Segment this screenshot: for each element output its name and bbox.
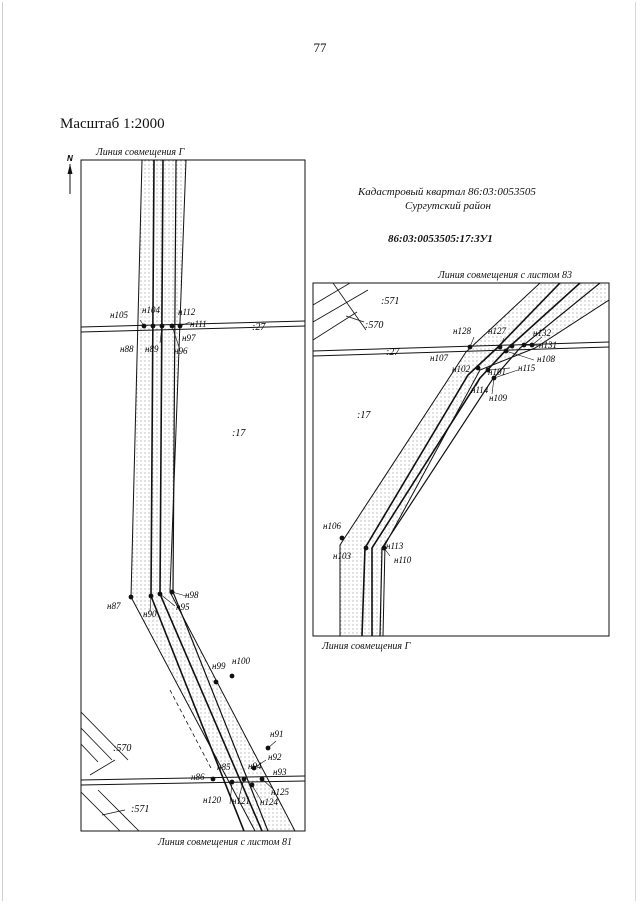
point-label-n89: н89 xyxy=(145,344,159,354)
point-label-n94: н94 xyxy=(248,761,262,771)
right-hatch xyxy=(332,283,367,331)
point-label-n88: н88 xyxy=(120,344,134,354)
point-label-n121: н121 xyxy=(232,796,250,806)
point-label-n132: н132 xyxy=(533,328,551,338)
point-label-n87: н87 xyxy=(107,601,121,611)
left-hatch xyxy=(101,809,126,816)
point-label-n95: н95 xyxy=(176,602,190,612)
point-label-n93: н93 xyxy=(273,767,287,777)
point-label-n86: н86 xyxy=(191,772,205,782)
point-label-n114: н114 xyxy=(471,385,489,395)
point-label-n103: н103 xyxy=(333,551,351,561)
page-number: 77 xyxy=(313,40,327,55)
north-arrow-icon: N xyxy=(67,154,73,194)
point-label-n108: н108 xyxy=(537,354,555,364)
point-label-n125: н125 xyxy=(271,787,289,797)
right-quarter-label: :27 xyxy=(386,347,400,358)
left-quarter-label: :17 xyxy=(232,428,246,439)
right-hatch xyxy=(345,315,365,323)
boundary-point-marker xyxy=(213,679,219,685)
right-quarter-label: :571 xyxy=(381,296,399,307)
point-label-n99: н99 xyxy=(212,661,226,671)
district-label: Сургутский район xyxy=(405,200,491,212)
left-leader-lines xyxy=(139,319,277,805)
north-label: N xyxy=(67,154,73,163)
boundary-point-marker xyxy=(509,343,515,349)
point-label-n98: н98 xyxy=(185,590,199,600)
left-hatch xyxy=(89,759,116,776)
point-label-n110: н110 xyxy=(394,555,412,565)
left-hatch xyxy=(81,727,113,761)
left-quarter-label: :570 xyxy=(113,743,131,754)
left-point-labels: н105 н104 н112 н111 н97 н88 н89 н96 н87 … xyxy=(107,305,289,807)
left-map-frame xyxy=(80,159,306,832)
boundary-point-marker xyxy=(475,365,481,371)
left-road-27-a xyxy=(81,320,305,328)
right-corridor xyxy=(339,283,609,636)
right-leader-lines xyxy=(383,336,543,557)
point-label-n97: н97 xyxy=(182,333,196,343)
right-quarter-label: :570 xyxy=(365,320,383,331)
point-label-n105: н105 xyxy=(110,310,128,320)
left-road-bottom-b xyxy=(81,780,305,786)
point-label-n91: н91 xyxy=(270,729,283,739)
right-road-27-b xyxy=(313,346,609,357)
point-label-n106: н106 xyxy=(323,521,341,531)
boundary-point-marker xyxy=(339,535,345,541)
left-hatch xyxy=(81,711,129,761)
point-label-n115: н115 xyxy=(518,363,536,373)
right-axis-3 xyxy=(379,283,601,636)
point-label-n109: н109 xyxy=(489,393,507,403)
left-road-27-b xyxy=(81,325,305,333)
left-hatch xyxy=(97,789,140,831)
right-axis-1 xyxy=(361,283,561,636)
point-label-n85: н85 xyxy=(217,762,231,772)
point-label-n128: н128 xyxy=(453,326,471,336)
point-label-n131: н131 xyxy=(539,340,557,350)
point-label-n92: н92 xyxy=(268,752,282,762)
point-label-n107: н107 xyxy=(430,353,448,363)
point-label-n111: н111 xyxy=(190,319,207,329)
left-dashed-boundary xyxy=(169,689,213,771)
left-top-line-label: Линия совмещения Г xyxy=(96,147,185,158)
left-hatch xyxy=(81,791,121,831)
left-bottom-line-label: Линия совмещения с листом 81 xyxy=(158,837,293,848)
point-label-n120: н120 xyxy=(203,795,221,805)
left-road-bottom-a xyxy=(81,775,305,781)
point-label-n96: н96 xyxy=(174,346,188,356)
point-label-n113: н113 xyxy=(386,541,404,551)
point-label-n90: н90 xyxy=(143,609,157,619)
left-quarter-label: :27 xyxy=(252,322,266,333)
point-label-n112: н112 xyxy=(178,307,196,317)
right-bottom-line-label: Линия совмещения Г xyxy=(322,641,411,652)
parcel-id-label: 86:03:0053505:17:ЗУ1 xyxy=(388,233,493,245)
boundary-point-marker xyxy=(150,323,156,329)
right-point-labels: н128 н127 н132 н131 н107 н108 н102 н101 … xyxy=(323,326,557,565)
left-quarter-label: :571 xyxy=(131,804,149,815)
right-quarter-label: :17 xyxy=(357,410,371,421)
point-label-n104: н104 xyxy=(142,305,160,315)
left-hatch xyxy=(81,743,99,763)
right-hatch xyxy=(313,289,369,323)
right-hatch xyxy=(313,311,358,341)
boundary-point-marker xyxy=(128,594,134,600)
right-top-line-label: Линия совмещения с листом 83 xyxy=(438,270,573,281)
cadastral-block-label: Кадастровый квартал 86:03:0053505 xyxy=(358,186,536,198)
point-label-n100: н100 xyxy=(232,656,250,666)
right-road-27-a xyxy=(313,341,609,352)
scale-label: Масштаб 1:2000 xyxy=(60,116,165,132)
boundary-point-marker xyxy=(363,545,369,551)
point-label-n124: н124 xyxy=(260,797,278,807)
point-label-n101: н101 xyxy=(488,367,506,377)
boundary-point-marker xyxy=(210,776,216,782)
point-label-n127: н127 xyxy=(488,326,506,336)
right-hatch xyxy=(313,283,351,306)
right-map-frame xyxy=(312,282,610,637)
right-axis-2 xyxy=(371,283,581,636)
point-label-n102: н102 xyxy=(452,364,470,374)
boundary-point-marker xyxy=(229,673,235,679)
